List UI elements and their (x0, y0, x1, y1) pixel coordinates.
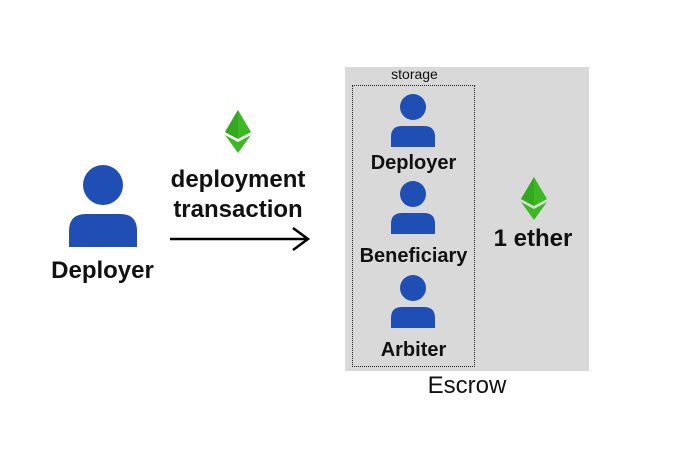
escrow-label: Escrow (427, 372, 507, 399)
storage-arbiter-label: Arbiter (380, 339, 447, 361)
deployer-person-icon (69, 165, 137, 247)
storage-arbiter-person-icon (391, 275, 435, 328)
balance-label: 1 ether (493, 225, 573, 252)
storage-deployer-person-icon (391, 94, 435, 147)
transaction-label-line1: deployment (170, 166, 306, 193)
storage-box (352, 85, 475, 367)
storage-label: storage (391, 66, 438, 82)
ethereum-icon (225, 110, 251, 153)
transaction-arrow (170, 226, 311, 252)
storage-deployer-label: Deployer (370, 152, 457, 174)
deployer-label: Deployer (51, 257, 154, 284)
balance-ethereum-icon (521, 177, 547, 220)
storage-beneficiary-person-icon (391, 181, 435, 234)
escrow-contract-box (345, 67, 589, 371)
transaction-label-line2: transaction (173, 196, 303, 223)
storage-beneficiary-label: Beneficiary (359, 245, 468, 267)
